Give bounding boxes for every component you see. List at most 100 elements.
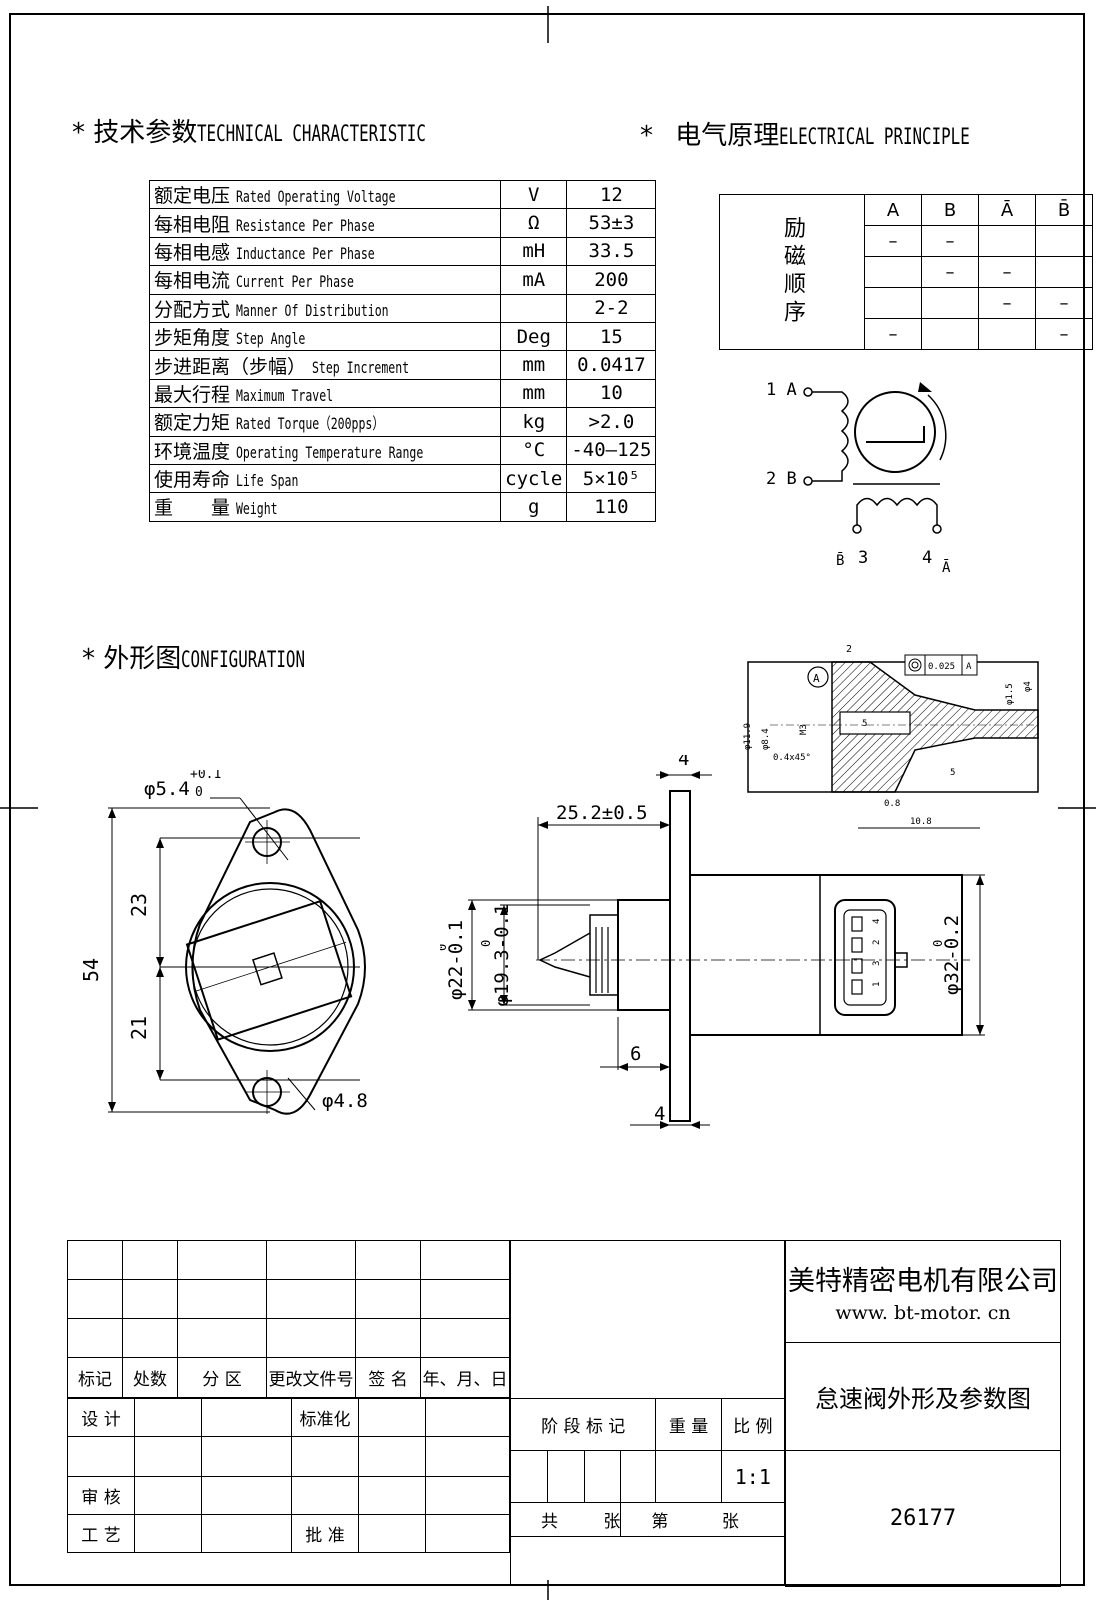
standard-label: 标准化: [291, 1398, 359, 1437]
phase-cell: [864, 287, 922, 319]
spec-name-cn: 额定力矩: [154, 412, 231, 435]
dim-d32-tol: 0: [931, 940, 945, 947]
company-name: 美特精密电机有限公司: [788, 1266, 1058, 1297]
spec-unit: mm: [500, 350, 568, 380]
pin4-sub-label: Ā: [942, 559, 951, 576]
connector-pin: [851, 916, 863, 932]
dim-hole-top: φ5.4: [144, 778, 190, 800]
spec-name-cn: 使用寿命: [154, 469, 231, 492]
revision-header: 签 名: [355, 1357, 421, 1398]
detail-dim-5: 5: [862, 719, 867, 729]
dim-d22: φ22-0.1: [445, 920, 467, 1000]
detail-0-8: 0.8: [884, 799, 900, 809]
dim-23: 23: [127, 893, 151, 917]
dim-hole-top-tol-up: +0.1: [190, 770, 221, 782]
phase-cell: [864, 256, 922, 288]
stage-mark-label: 阶 段 标 记: [509, 1398, 657, 1451]
detail-tolerance: 0.025: [928, 662, 955, 672]
spec-name-en: Resistance Per Phase: [236, 215, 375, 235]
detail-chamfer: 0.4x45°: [773, 753, 811, 763]
dim-54: 54: [79, 958, 103, 982]
excitation-label: 励磁顺序: [719, 194, 865, 350]
config-heading: * 外形图CONFIGURATION: [82, 644, 306, 674]
pin3-label: 3: [858, 548, 868, 568]
dim-d32: φ32-0.2: [941, 915, 963, 995]
sheets-label: 张: [603, 1512, 621, 1532]
phase-header: Ā: [978, 194, 1036, 226]
spec-value: 33.5: [566, 236, 657, 267]
spec-name-en: Life Span: [236, 471, 299, 491]
dim-d19: φ19.3-0.1: [491, 904, 513, 1007]
pin1-label: 1 A: [766, 380, 797, 400]
spec-name-en: Step Angle: [236, 329, 306, 349]
spec-unit: mA: [500, 265, 568, 295]
phase-cell: –: [864, 225, 922, 257]
spec-name-en: Maximum Travel: [236, 385, 334, 405]
spec-name-cn: 分配方式: [154, 298, 231, 321]
revision-header: 更改文件号: [266, 1357, 356, 1398]
front-view-drawing: 54 23 21 φ5.4 +0.1 0 φ4.8: [79, 770, 368, 1115]
revision-header: 标记: [67, 1357, 123, 1398]
wiring-diagram: 1 A 2 B B̄ 3 4 Ā: [766, 380, 951, 576]
spec-value: 10: [566, 378, 657, 409]
revision-header: 分 区: [177, 1357, 267, 1398]
spec-value: -40—125: [566, 435, 657, 465]
spec-row: 环境温度 Operating Temperature Range°C-40—12…: [148, 435, 657, 465]
phase-cell: –: [864, 318, 922, 350]
dim-length: 25.2±0.5: [556, 802, 648, 824]
pin4-label: 4: [922, 548, 932, 568]
dim-d19-tol: 0: [479, 940, 493, 947]
spec-value: 15: [566, 321, 657, 352]
detail-dim-2: 2: [846, 644, 852, 655]
stage-grid: 阶 段 标 记 重 量 比 例 1:1 共 张 第 张: [509, 1398, 786, 1537]
spec-name-en: Weight: [236, 499, 278, 519]
detail-tolerance-ref: A: [966, 662, 972, 672]
spec-value: 12: [566, 179, 657, 210]
design-label: 设 计: [67, 1398, 135, 1437]
phase-cell: –: [1035, 287, 1093, 319]
connector-pin-number: 4: [872, 919, 882, 924]
spec-value: >2.0: [566, 407, 657, 437]
phase-header: B̄: [1035, 194, 1093, 226]
spec-name-en: Current Per Phase: [236, 272, 354, 292]
revision-header: 处数: [122, 1357, 178, 1398]
sheet-no-label: 第: [651, 1512, 669, 1532]
spec-name-cn: 步矩角度: [154, 327, 231, 350]
phase-cell: –: [978, 287, 1036, 319]
scale-label: 比 例: [720, 1398, 786, 1451]
detail-d8: φ8.4: [761, 728, 771, 750]
spec-unit: kg: [500, 407, 568, 437]
connector-pin-number: 3: [872, 961, 882, 966]
dim-hole-top-tol-dn: 0: [195, 785, 203, 800]
spec-name-en: Rated Operating Voltage: [236, 187, 396, 207]
dim-flange-4: 4: [678, 755, 689, 770]
spec-name-en: Rated Torque（200pps）: [236, 414, 384, 434]
signoff-grid: 设 计 标准化 审 核 工 艺 批 准: [67, 1398, 510, 1553]
drawing-title: 怠速阀外形及参数图: [785, 1342, 1061, 1451]
total-label: 共: [541, 1512, 558, 1532]
spec-value: 110: [566, 492, 657, 522]
phase-cell: [978, 225, 1036, 257]
spec-unit: [500, 293, 568, 323]
phase-header: B: [921, 194, 979, 226]
spec-name-cn: 每相电阻: [154, 213, 231, 236]
connector-pin: [851, 979, 863, 995]
connector-pin: [851, 958, 863, 974]
company-block: 美特精密电机有限公司 www. bt-motor. cn 怠速阀外形及参数图 2…: [785, 1240, 1061, 1587]
phase-cell: –: [921, 256, 979, 288]
spec-name-cn: 每相电感: [154, 241, 231, 264]
spec-unit: cycle: [500, 463, 568, 494]
company-website: www. bt-motor. cn: [835, 1302, 1011, 1324]
dim-flange-4-bottom: 4: [654, 1103, 665, 1125]
phase-cell: [1035, 225, 1093, 257]
